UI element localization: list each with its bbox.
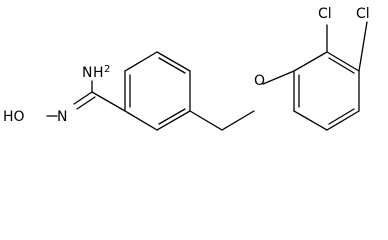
ring2-bond: [326, 51, 360, 72]
amine-h-label: H: [93, 65, 104, 81]
bond-set: [46, 21, 368, 131]
c-cl-bond: [358, 21, 368, 72]
structure-diagram: Cl Cl O N H 2 N HO: [3, 6, 370, 131]
chlorine-label-left: Cl: [318, 6, 332, 22]
ring1-double-bond: [158, 57, 186, 74]
ring1-bond: [124, 51, 158, 72]
amine-n-label: N: [82, 65, 92, 81]
molecule-drawing: Cl Cl O N H 2 N HO: [3, 6, 370, 131]
imine-nitrogen-label: N: [57, 109, 67, 125]
amine-subscript-label: 2: [104, 64, 110, 75]
ring2-bond: [293, 110, 328, 131]
ring2-double-bond: [328, 108, 355, 125]
c-n-double-bond: [73, 91, 93, 105]
hydroxy-label: HO: [3, 109, 25, 125]
ring2-bond: [293, 51, 328, 72]
ether-oxygen-label: O: [254, 73, 265, 89]
ring1-double-bond: [158, 108, 186, 125]
ring-to-ch2-bond: [189, 110, 223, 131]
ring-to-amidine-bond: [91, 91, 126, 112]
atom-labels: Cl Cl O N H 2 N HO: [3, 6, 370, 125]
o-ring2-bond: [262, 70, 295, 85]
ring1-bond: [124, 110, 158, 131]
ring1-bond: [156, 51, 191, 72]
chlorine-label-right: Cl: [356, 6, 370, 22]
ring2-double-bond: [328, 57, 355, 74]
c-n-double-bond: [76, 96, 96, 110]
ring1-bond: [156, 110, 191, 131]
ch2-o-bond: [221, 110, 255, 131]
ring2-bond: [326, 110, 360, 131]
